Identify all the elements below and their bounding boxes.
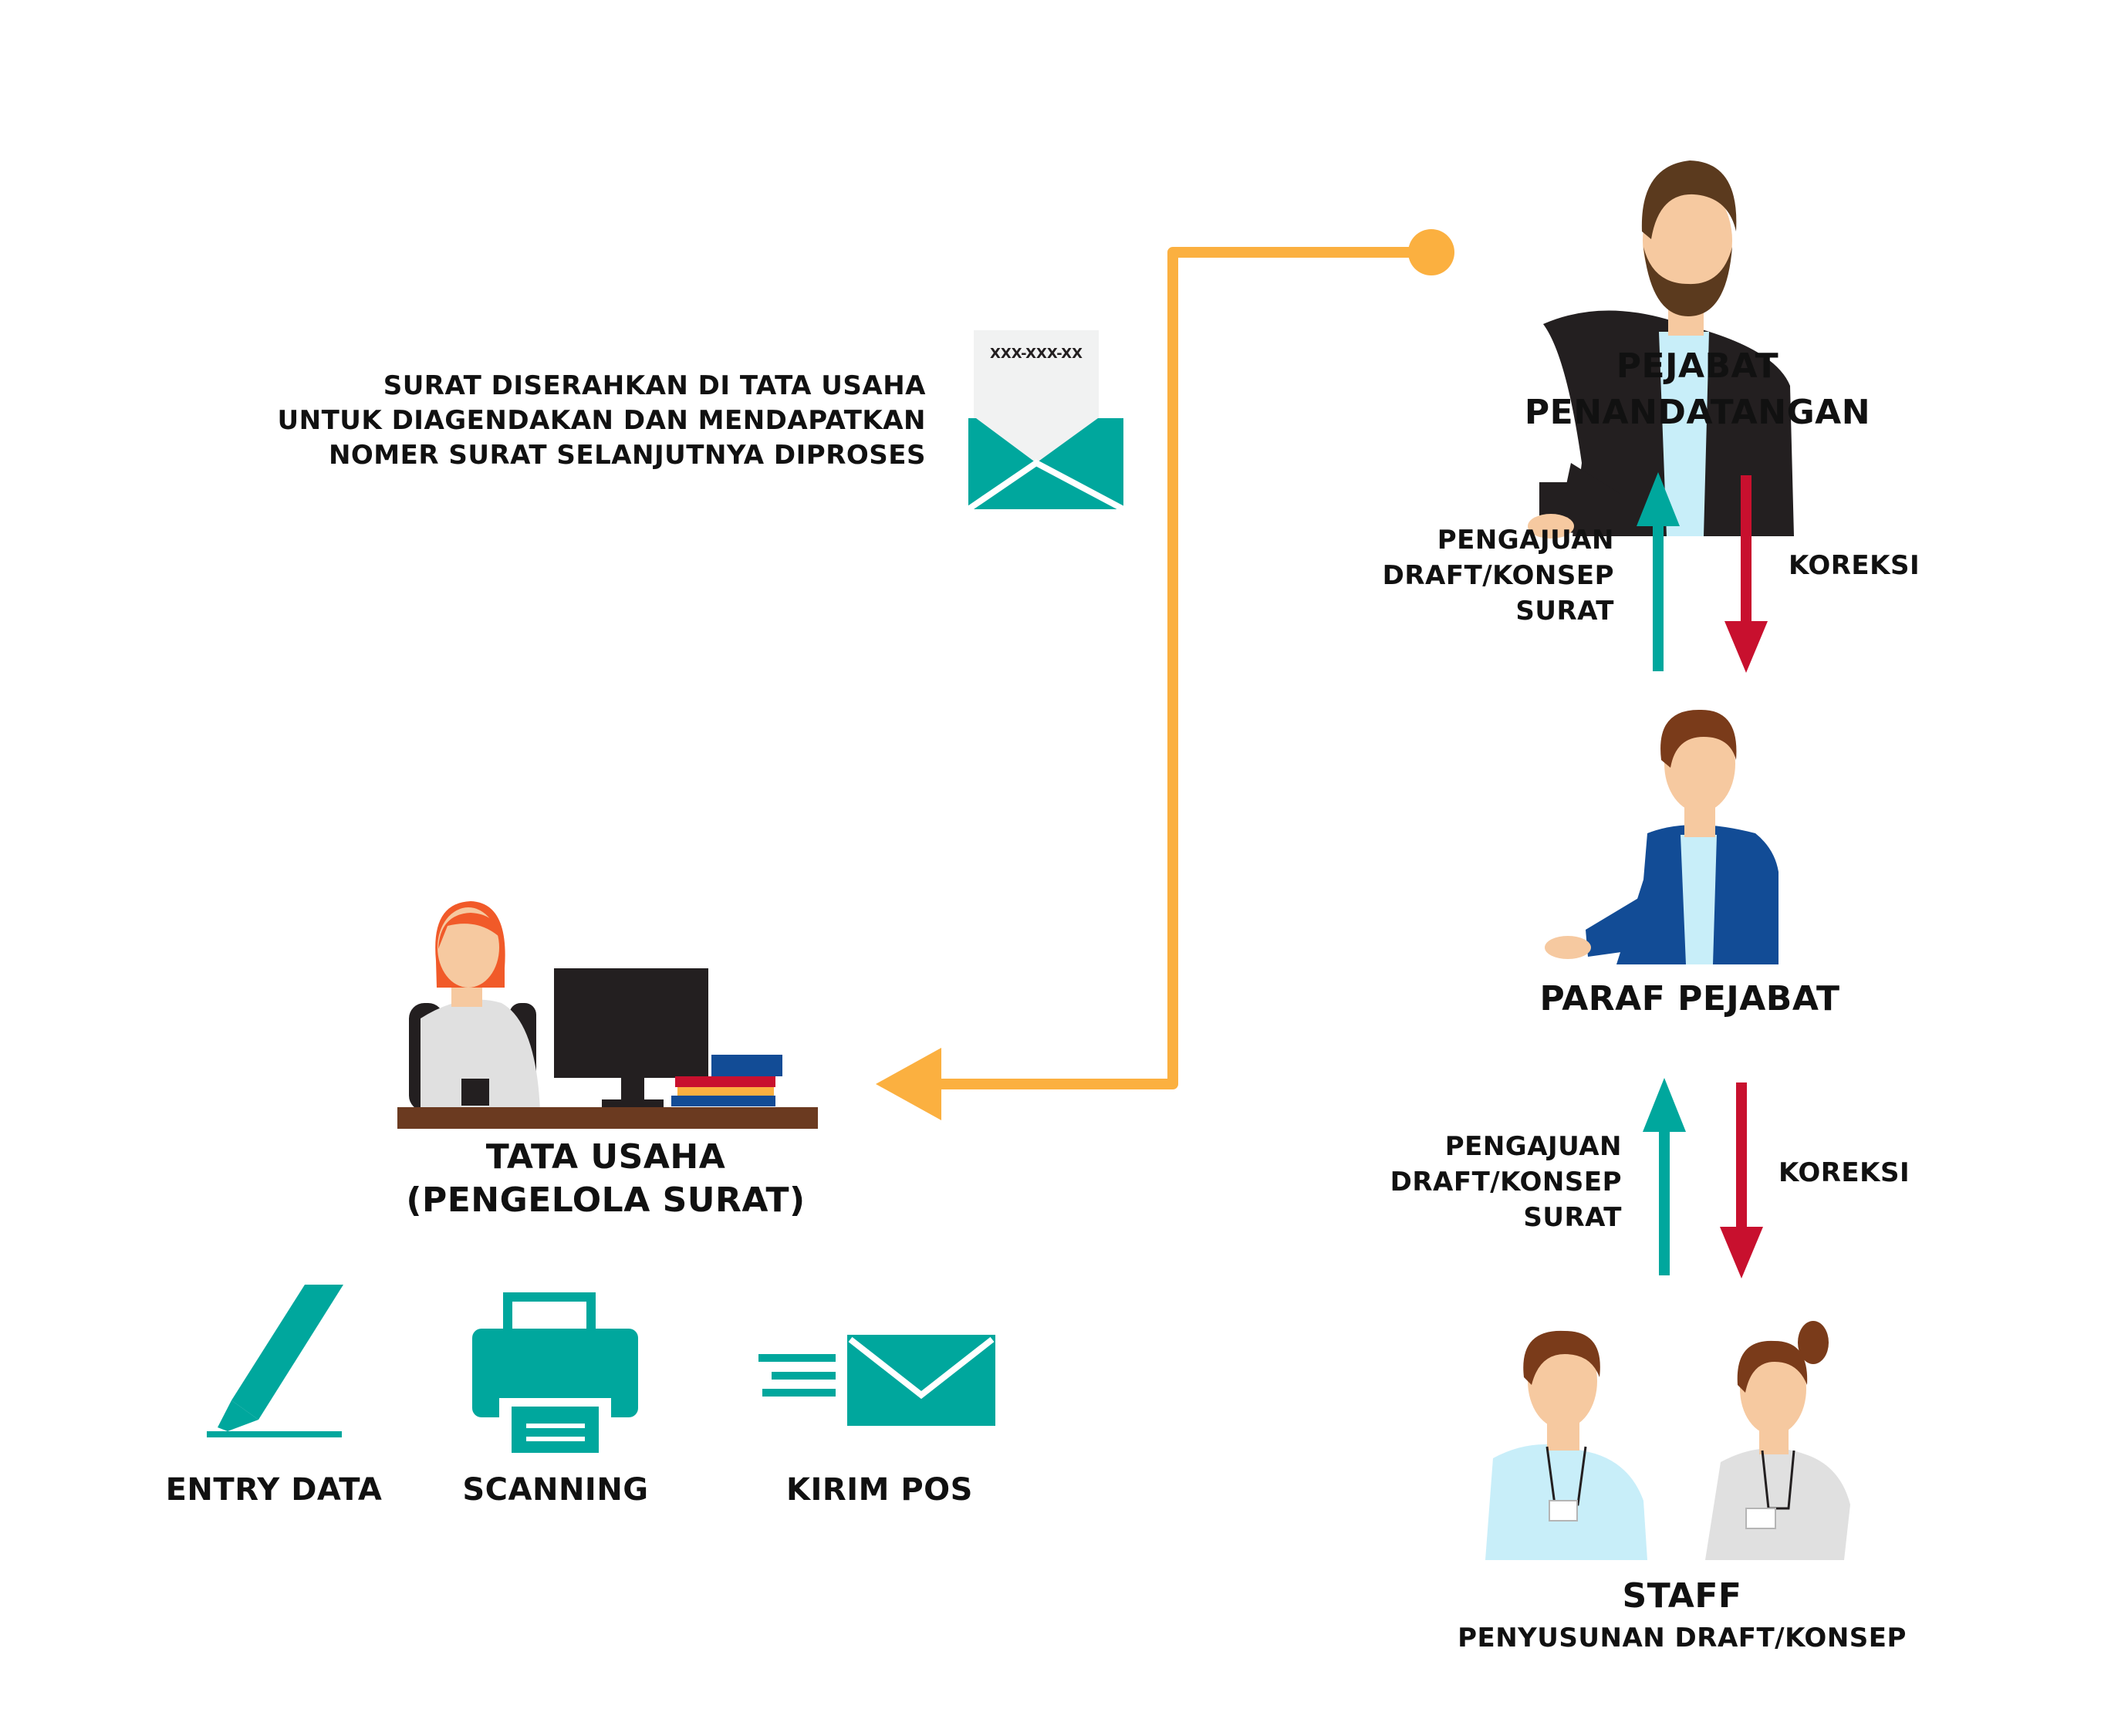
return-connector <box>876 229 1454 1120</box>
role-title-signer: PEJABAT PENANDATANGAN <box>1524 346 1871 432</box>
staff-female-figure <box>1705 1321 1850 1560</box>
correction-arrow-upper <box>1724 475 1768 673</box>
printer-icon <box>472 1292 638 1458</box>
flow-label-submit-upper: PENGAJUAN DRAFT/KONSEP SURAT <box>1382 525 1614 627</box>
correction-arrow-lower <box>1720 1082 1763 1278</box>
task-label-scanning: SCANNING <box>462 1472 649 1508</box>
role-title-staff: STAFF <box>1622 1576 1742 1616</box>
connector-start-dot <box>1408 229 1454 275</box>
pen-icon <box>207 1285 343 1437</box>
letter-process-note: SURAT DISERAHKAN DI TATA USAHA UNTUK DIA… <box>277 370 926 471</box>
submit-arrow-upper <box>1637 472 1680 671</box>
task-label-kirim-pos: KIRIM POS <box>786 1472 973 1508</box>
admin-desk-scene <box>397 901 818 1129</box>
role-title-admin: TATA USAHA (PENGELOLA SURAT) <box>406 1137 806 1220</box>
task-label-entry-data: ENTRY DATA <box>165 1472 383 1508</box>
paraf-figure <box>1545 709 1779 964</box>
flow-label-submit-lower: PENGAJUAN DRAFT/KONSEP SURAT <box>1390 1131 1622 1233</box>
letter-envelope-icon <box>966 330 1125 512</box>
signer-figure <box>1528 160 1794 539</box>
connector-arrowhead <box>876 1048 941 1120</box>
role-subtitle-staff: PENYUSUNAN DRAFT/KONSEP <box>1458 1623 1907 1653</box>
flow-label-correction-lower: KOREKSI <box>1779 1157 1910 1188</box>
submit-arrow-lower <box>1643 1078 1686 1275</box>
staff-male-figure <box>1485 1330 1647 1560</box>
role-title-paraf: PARAF PEJABAT <box>1539 979 1840 1018</box>
mail-send-icon <box>758 1335 995 1426</box>
letter-number: XXX-XXX-XX <box>989 346 1083 362</box>
flow-label-correction-upper: KOREKSI <box>1789 550 1920 581</box>
